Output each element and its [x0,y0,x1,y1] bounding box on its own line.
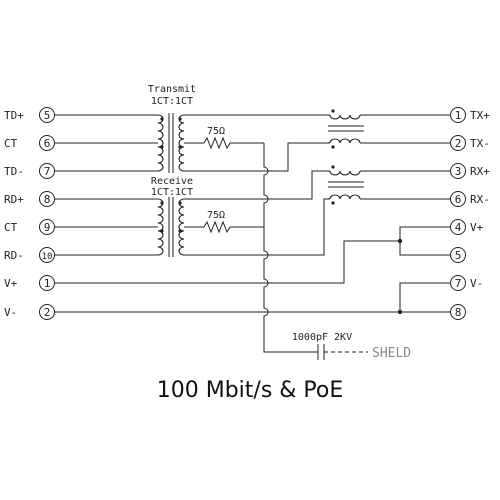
left-pin-rd-minus: RD- 10 [4,247,55,263]
right-pin-number: 5 [455,249,462,262]
right-pin-tx-plus: 1 TX+ [450,107,490,123]
left-pin-label: V- [4,306,17,319]
left-pin-number: 8 [44,193,51,206]
left-pin-number: 9 [44,221,51,234]
left-pin-rd-plus: RD+ 8 [4,191,55,207]
right-pin-rx-plus: 3 RX+ [450,163,490,179]
left-pin-number: 6 [44,137,51,150]
left-pin-ct-tx: CT 6 [4,135,55,151]
shield-label: SHELD [372,346,411,361]
left-pin-number: 10 [42,252,53,262]
right-pin-tx-minus: 2 TX- [450,135,490,151]
right-pin-label: RX- [470,193,490,206]
right-pin-number: 1 [455,109,462,122]
left-pin-number: 7 [44,165,51,178]
right-pin-number: 3 [455,165,462,178]
left-pin-label: V+ [4,277,18,290]
tx-common-mode-choke [328,109,450,149]
left-wires [55,114,158,256]
left-pin-label: TD+ [4,109,24,122]
right-pin-number: 2 [455,137,462,150]
capacitor-value: 1000pF 2KV [292,332,352,343]
rx-common-mode-choke [328,165,450,205]
right-power-wiring [397,226,450,315]
tx-resistor: 75Ω [184,126,264,150]
left-pin-td-plus: TD+ 5 [4,107,55,123]
right-pin-number: 4 [455,221,462,234]
shield-capacitor: 1000pF 2KV SHELD [292,332,411,361]
left-pin-label: TD- [4,165,24,178]
rx-resistor-value: 75Ω [207,210,225,221]
left-pin-number: 1 [44,277,51,290]
caption: 100 Mbit/s & PoE [156,378,344,403]
left-pin-v-minus: V- 2 [4,304,55,320]
right-pin-label: RX+ [470,165,490,178]
left-pin-td-minus: TD- 7 [4,163,55,179]
common-bus [263,143,318,353]
right-pin-number: 7 [455,277,462,290]
receive-transformer [157,197,185,257]
left-pin-v-plus: V+ 1 [4,275,55,291]
right-pin-label: V+ [470,221,484,234]
right-pin-rx-minus: 6 RX- [450,191,490,207]
right-pin-v-minus: 7 V- [450,275,483,291]
right-pin-label: TX+ [470,109,490,122]
left-pin-label: CT [4,137,18,150]
left-pin-label: CT [4,221,18,234]
right-pin-number: 6 [455,193,462,206]
right-pin-number: 8 [455,306,462,319]
secondary-wires [55,114,450,313]
left-pin-number: 2 [44,306,51,319]
receive-title: Receive [151,176,193,187]
right-pin-label: V- [470,277,483,290]
right-pin-label: TX- [470,137,490,150]
tx-resistor-value: 75Ω [207,126,225,137]
left-pin-ct-rx: CT 9 [4,219,55,235]
left-pin-label: RD+ [4,193,24,206]
right-pin-8: 8 [450,304,466,320]
right-pin-v-plus: 4 V+ [450,219,484,235]
receive-ratio: 1CT:1CT [151,187,193,198]
left-pin-number: 5 [44,109,51,122]
transmit-transformer [157,113,185,173]
right-pin-5: 5 [450,247,466,263]
transmit-title: Transmit [148,84,196,95]
left-pin-label: RD- [4,249,24,262]
rx-resistor: 75Ω [184,210,264,234]
transmit-ratio: 1CT:1CT [151,96,193,107]
